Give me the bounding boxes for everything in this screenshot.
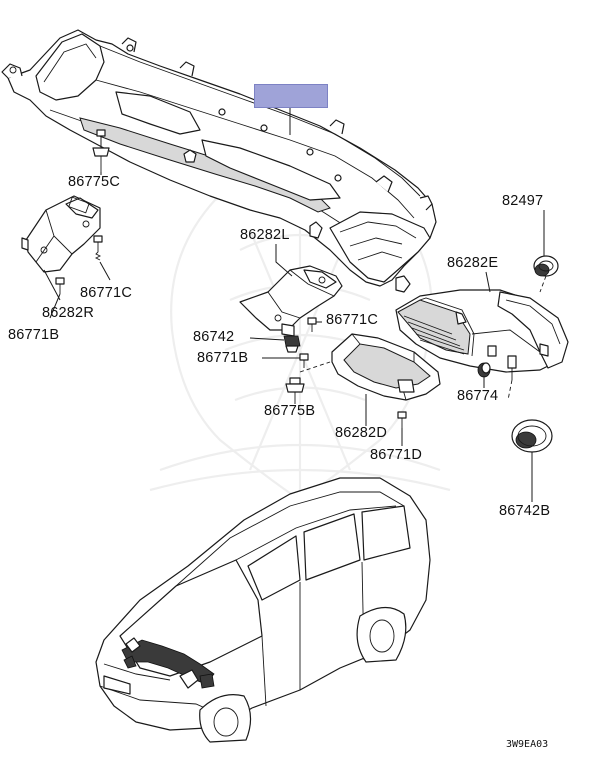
label-86771c-left[interactable]: 86771C [80, 285, 132, 301]
screw-86775b [285, 377, 305, 404]
clip-86774 [477, 362, 491, 378]
vehicle-outline [95, 477, 431, 743]
air-duct-86282e [395, 289, 569, 380]
leader-lines [43, 108, 547, 502]
screw-86771c-mid [307, 317, 317, 332]
label-86742[interactable]: 86742 [193, 329, 235, 345]
label-86771b-mid[interactable]: 86771B [197, 350, 249, 366]
bracket-86282l [239, 265, 343, 337]
screw-86771d [397, 411, 407, 428]
label-86771d[interactable]: 86771D [370, 447, 422, 463]
label-86771c-mid[interactable]: 86771C [326, 312, 378, 328]
label-82497[interactable]: 82497 [502, 193, 544, 209]
grommet-82497 [533, 255, 559, 277]
screw-86771b-left [49, 277, 65, 319]
clip-86742 [283, 335, 301, 353]
duct-86282d [331, 333, 441, 401]
screw-86771c-left [93, 235, 111, 281]
label-86282d[interactable]: 86282D [335, 425, 387, 441]
cowl-top-panel [1, 29, 437, 293]
bracket-86282r [21, 195, 101, 273]
grommet-86742b [511, 419, 553, 453]
label-86282e[interactable]: 86282E [447, 255, 499, 271]
label-86282l[interactable]: 86282L [240, 227, 290, 243]
screw-86775c [92, 129, 110, 172]
label-86775b[interactable]: 86775B [264, 403, 316, 419]
diagram-code: 3W9EA03 [506, 739, 549, 750]
label-86775c[interactable]: 86775C [68, 174, 120, 190]
label-86282r[interactable]: 86282R [42, 305, 94, 321]
label-86742b[interactable]: 86742B [499, 503, 551, 519]
highlight-box[interactable] [254, 84, 328, 108]
label-86771b-left[interactable]: 86771B [8, 327, 60, 343]
label-86774[interactable]: 86774 [457, 388, 499, 404]
